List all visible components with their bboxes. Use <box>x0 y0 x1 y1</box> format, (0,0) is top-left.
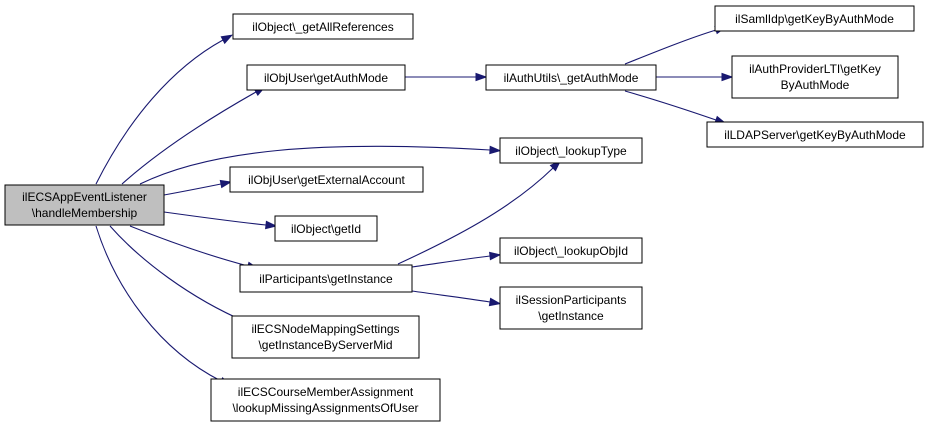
node-lookup-obj-id[interactable]: ilObject\_lookupObjId <box>499 237 643 264</box>
edge-auth-utils-get-auth-mode-to-ldap-server-get-key <box>624 90 727 124</box>
node-participants-get-instance-label: ilParticipants\getInstance <box>259 272 393 286</box>
node-auth-provider-lti-get-key[interactable]: ilAuthProviderLTI\getKey ByAuthMode <box>731 55 899 99</box>
node-session-participants-get-instance-line-1: ilSessionParticipants <box>516 293 627 307</box>
edge-participants-get-instance-to-session-participants-get-instance <box>411 290 502 307</box>
edge-handle-membership-to-course-member-assignment <box>95 225 232 387</box>
node-get-external-account-label: ilObjUser\getExternalAccount <box>248 173 405 187</box>
edge-auth-utils-get-auth-mode-to-auth-provider-lti-get-key <box>655 72 734 82</box>
edge-handle-membership-to-get-external-account <box>163 179 233 196</box>
node-ldap-server-get-key[interactable]: ilLDAPServer\getKeyByAuthMode <box>706 121 924 148</box>
node-obj-user-get-auth-mode-label: ilObjUser\getAuthMode <box>264 71 388 85</box>
node-auth-provider-lti-get-key-line-1: ilAuthProviderLTI\getKey <box>749 62 881 76</box>
node-lookup-type-label: ilObject\_lookupType <box>515 144 627 158</box>
node-saml-idp-get-key[interactable]: ilSamlIdp\getKeyByAuthMode <box>714 5 915 32</box>
node-get-all-references-label: ilObject\_getAllReferences <box>252 20 393 34</box>
node-ldap-server-get-key-label: ilLDAPServer\getKeyByAuthMode <box>724 128 906 142</box>
node-get-id-label: ilObject\getId <box>291 222 361 236</box>
node-node-mapping-settings-line-1: ilECSNodeMappingSettings <box>251 322 399 336</box>
edge-handle-membership-to-get-id <box>163 211 278 230</box>
node-get-id[interactable]: ilObject\getId <box>274 215 378 242</box>
node-saml-idp-get-key-label: ilSamlIdp\getKeyByAuthMode <box>735 12 894 26</box>
edge-auth-utils-get-auth-mode-to-saml-idp-get-key <box>624 26 728 65</box>
node-node-mapping-settings-line-2: \getInstanceByServerMid <box>258 338 392 352</box>
node-get-all-references[interactable]: ilObject\_getAllReferences <box>232 13 414 40</box>
node-node-mapping-settings[interactable]: ilECSNodeMappingSettings \getInstanceByS… <box>231 315 420 359</box>
node-handle-membership-line-1: ilECSAppEventListener <box>22 190 147 204</box>
node-course-member-assignment[interactable]: ilECSCourseMemberAssignment \lookupMissi… <box>210 378 441 422</box>
node-course-member-assignment-line-2: \lookupMissingAssignmentsOfUser <box>232 401 418 415</box>
node-auth-utils-get-auth-mode-label: ilAuthUtils\_getAuthMode <box>504 71 639 85</box>
node-participants-get-instance[interactable]: ilParticipants\getInstance <box>239 264 413 293</box>
node-session-participants-get-instance[interactable]: ilSessionParticipants \getInstance <box>499 286 643 330</box>
node-get-external-account[interactable]: ilObjUser\getExternalAccount <box>229 166 424 193</box>
node-session-participants-get-instance-line-2: \getInstance <box>538 309 604 323</box>
node-course-member-assignment-line-1: ilECSCourseMemberAssignment <box>238 385 414 399</box>
edge-obj-user-get-auth-mode-to-auth-utils-get-auth-mode <box>404 72 488 82</box>
node-handle-membership-line-2: \handleMembership <box>32 206 138 220</box>
edge-handle-membership-to-get-all-references <box>95 34 234 185</box>
edge-handle-membership-to-lookup-type <box>139 145 502 185</box>
node-lookup-obj-id-label: ilObject\_lookupObjId <box>514 244 628 258</box>
node-obj-user-get-auth-mode[interactable]: ilObjUser\getAuthMode <box>246 64 406 91</box>
node-handle-membership[interactable]: ilECSAppEventListener \handleMembership <box>4 184 165 226</box>
edge-participants-get-instance-to-lookup-obj-id <box>411 251 502 268</box>
edge-handle-membership-to-node-mapping-settings <box>109 225 257 327</box>
node-lookup-type[interactable]: ilObject\_lookupType <box>499 137 643 164</box>
node-auth-provider-lti-get-key-line-2: ByAuthMode <box>781 78 850 92</box>
node-auth-utils-get-auth-mode[interactable]: ilAuthUtils\_getAuthMode <box>485 64 657 91</box>
